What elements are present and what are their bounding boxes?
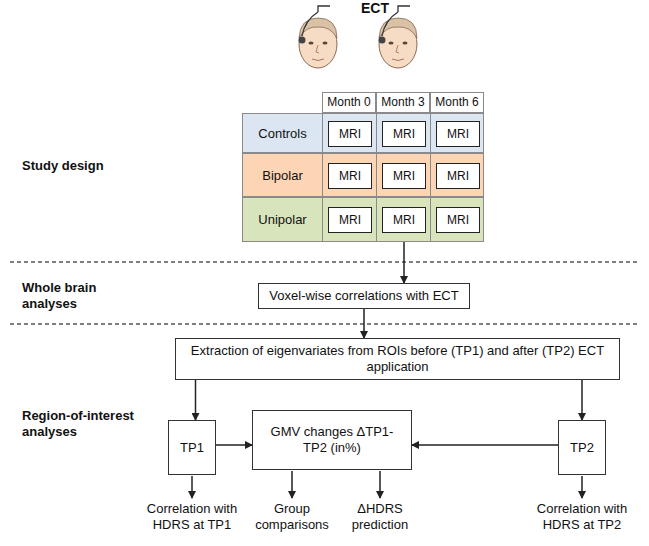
process-box: GMV changes ΔTP1-TP2 (in%): [252, 410, 412, 470]
result-label: ΔHDRS prediction: [340, 501, 420, 532]
node-text: MRI: [447, 213, 469, 227]
node-text: TP2: [570, 440, 594, 456]
flow-arrow: [195, 380, 197, 420]
mri-box: MRI: [382, 121, 426, 147]
node-text: TP1: [180, 440, 204, 456]
section-label: Whole brain analyses: [22, 280, 142, 311]
process-box: Voxel-wise correlations with ECT: [258, 283, 470, 309]
timepoint-box: TP1: [168, 420, 216, 475]
head-left: [299, 6, 338, 68]
result-label: Group comparisons: [247, 501, 337, 532]
table-header: Month 0: [322, 92, 376, 113]
group-row: Controls MRI MRI MRI: [242, 113, 484, 153]
flow-arrow: [412, 444, 558, 446]
group-name: Controls: [243, 126, 322, 141]
mri-box: MRI: [436, 121, 480, 147]
node-text: MRI: [393, 169, 415, 183]
node-text: Voxel-wise correlations with ECT: [269, 288, 458, 304]
table-header: Month 3: [376, 92, 430, 113]
group-row: Unipolar MRI MRI MRI: [242, 197, 484, 242]
mri-box: MRI: [328, 207, 372, 233]
node-text: MRI: [393, 213, 415, 227]
section-label: Region-of-interest analyses: [22, 408, 162, 439]
node-text: Extraction of eigenvariates from ROIs be…: [184, 343, 611, 374]
node-text: MRI: [393, 127, 415, 141]
node-text: GMV changes ΔTP1-TP2 (in%): [261, 424, 403, 455]
mri-box: MRI: [436, 207, 480, 233]
group-row: Bipolar MRI MRI MRI: [242, 153, 484, 197]
mri-box: MRI: [382, 163, 426, 189]
flow-arrow: [581, 380, 583, 420]
mri-box: MRI: [382, 207, 426, 233]
mri-box: MRI: [436, 163, 480, 189]
result-label: Correlation with HDRS at TP2: [532, 501, 632, 532]
node-text: MRI: [339, 169, 361, 183]
node-text: MRI: [447, 127, 469, 141]
group-name: Bipolar: [243, 168, 322, 183]
result-label: Correlation with HDRS at TP1: [142, 501, 242, 532]
table-header: Month 6: [430, 92, 484, 113]
process-box: Extraction of eigenvariates from ROIs be…: [175, 338, 620, 380]
group-name: Unipolar: [243, 212, 322, 227]
result-arrows: [192, 471, 582, 498]
flow-arrow: [216, 444, 252, 446]
flow-arrow: [363, 309, 365, 338]
node-text: MRI: [339, 127, 361, 141]
node-text: MRI: [339, 213, 361, 227]
timepoint-box: TP2: [558, 420, 606, 475]
section-label: Study design: [22, 158, 152, 174]
node-text: MRI: [447, 169, 469, 183]
section-divider: [10, 262, 640, 324]
title-label: ECT: [350, 0, 400, 17]
mri-box: MRI: [328, 121, 372, 147]
mri-box: MRI: [328, 163, 372, 189]
